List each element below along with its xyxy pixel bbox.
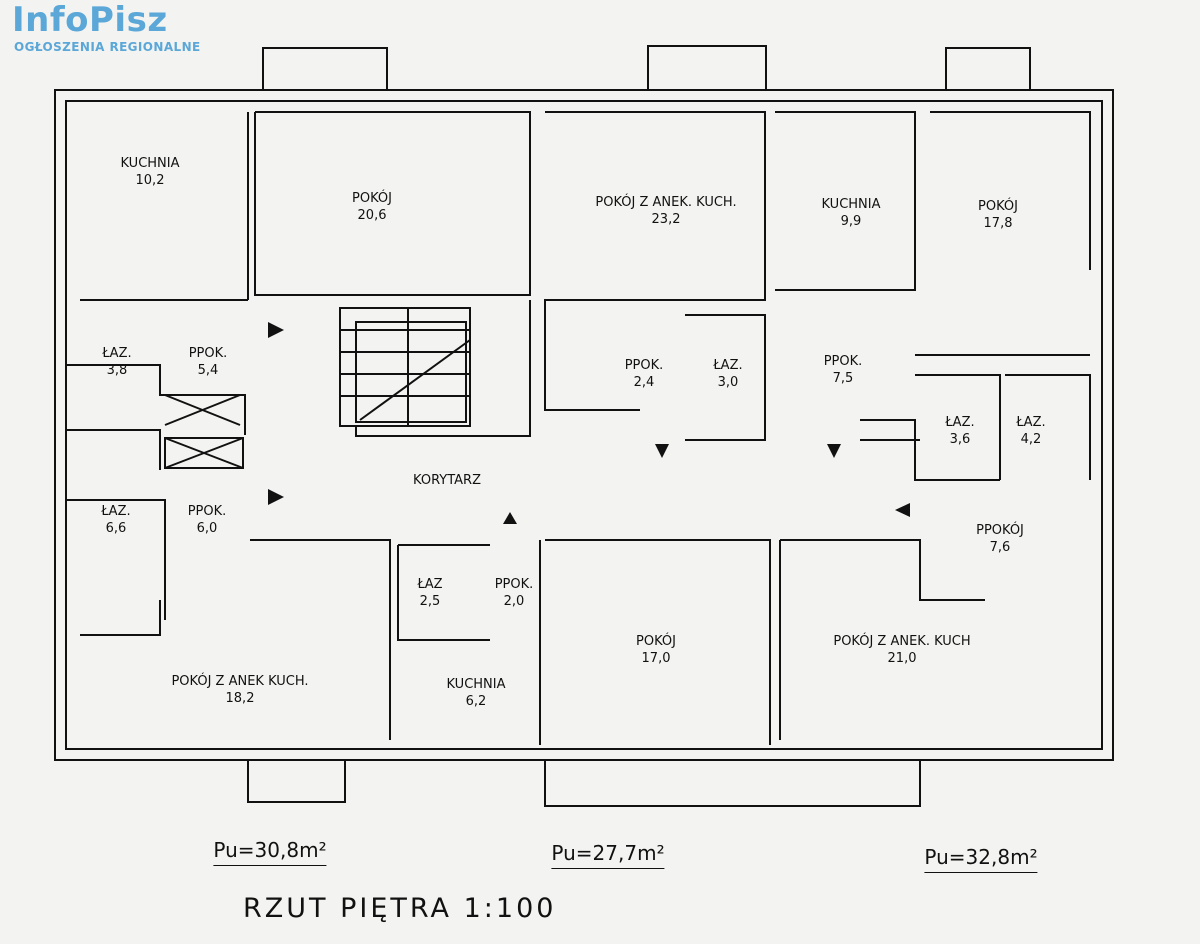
stair-well [355,321,467,423]
room-label: PPOK.2,0 [494,577,534,609]
bay-window [247,760,346,803]
room-label: ŁAZ.3,6 [945,415,975,447]
room-label: PPOK.5,4 [188,346,228,378]
wall [1005,374,1091,480]
wall [775,111,916,291]
room-label: ŁAZ.4,2 [1016,415,1046,447]
room-label: PPOK.6,0 [187,504,227,536]
room-label: ŁAZ.3,0 [713,358,743,390]
apartment-area-label: Pu=30,8m² [213,838,327,866]
bay-window [647,45,767,90]
staircase [339,307,471,427]
entry-arrow [655,444,669,458]
entry-arrow [503,512,517,524]
room-label: PPOK.7,5 [823,354,863,386]
infopisz-logo: InfoPisz [12,0,168,40]
bay-window [544,760,921,807]
room-label: KORYTARZ [413,473,481,488]
room-label: PPOK.2,4 [624,358,664,390]
outer-wall [54,89,1114,761]
room-label: ŁAZ.6,6 [101,504,131,536]
shaft [164,437,244,469]
wall [780,539,985,601]
wall [80,600,161,636]
room-label: POKÓJ Z ANEK KUCH.18,2 [171,674,309,706]
outer-wall-inner [65,100,1103,750]
wall [66,364,246,435]
apartment-area-label: Pu=32,8m² [924,845,1038,873]
wall [860,419,1000,481]
wall [66,499,166,620]
bay-window [945,47,1031,90]
entry-arrow [827,444,841,458]
wall [66,429,161,470]
entry-arrow [268,322,284,338]
apartment-area-label: Pu=27,7m² [551,841,665,869]
wall [915,374,1001,480]
room-label: POKÓJ Z ANEK. KUCH.23,2 [595,195,737,227]
entry-arrow [268,489,284,505]
wall [250,539,391,740]
wall [930,111,1091,270]
wall [545,539,771,745]
wall [397,545,490,641]
entry-arrow [895,503,910,517]
wall [254,111,531,296]
plan-title: RZUT PIĘTRA 1:100 [243,893,557,924]
bay-window [262,47,388,90]
wall [544,111,766,411]
room-label: ŁAZ.3,8 [102,346,132,378]
logo-tagline: OGŁOSZENIA REGIONALNE [14,40,201,54]
wall [685,314,766,441]
